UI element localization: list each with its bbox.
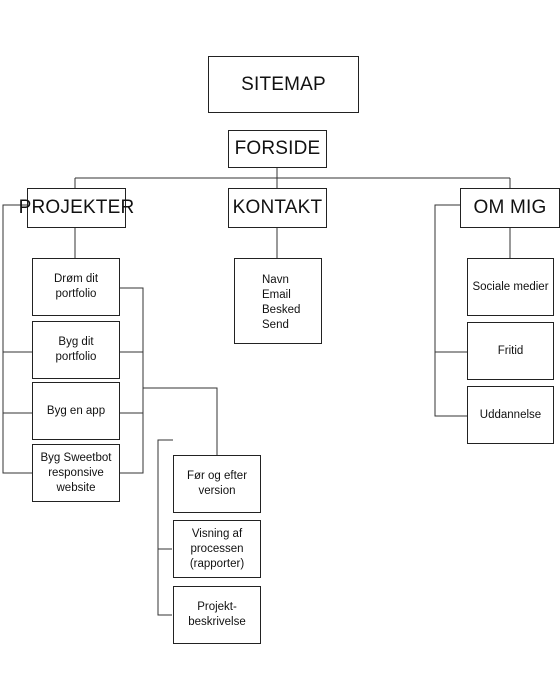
projekter-child: Drøm dit portfolio — [32, 258, 120, 316]
connector — [143, 387, 218, 455]
om-mig-child: Sociale medier — [467, 258, 554, 316]
kontakt-node: KONTAKT — [228, 188, 327, 228]
connector — [157, 439, 173, 616]
om-mig-child: Uddannelse — [467, 386, 554, 444]
projekter-child: Byg dit portfolio — [32, 321, 120, 379]
projekter-child: Byg Sweetbot responsive website — [32, 444, 120, 502]
connector — [434, 204, 467, 417]
projekter-child: Byg en app — [32, 382, 120, 440]
kontakt-fields: Navn Email Besked Send — [234, 258, 322, 344]
connector — [2, 204, 32, 474]
sitemap-title: SITEMAP — [208, 56, 359, 113]
forside-node: FORSIDE — [228, 130, 327, 168]
projekter-node: PROJEKTER — [19, 188, 134, 228]
om-mig-node: OM MIG — [460, 188, 560, 228]
projekter-sub-child: Før og efter version — [173, 455, 261, 513]
connector — [120, 287, 144, 474]
projekter-sub-child: Projekt- beskrivelse — [173, 586, 261, 644]
projekter-sub-child: Visning af processen (rapporter) — [173, 520, 261, 578]
om-mig-child: Fritid — [467, 322, 554, 380]
